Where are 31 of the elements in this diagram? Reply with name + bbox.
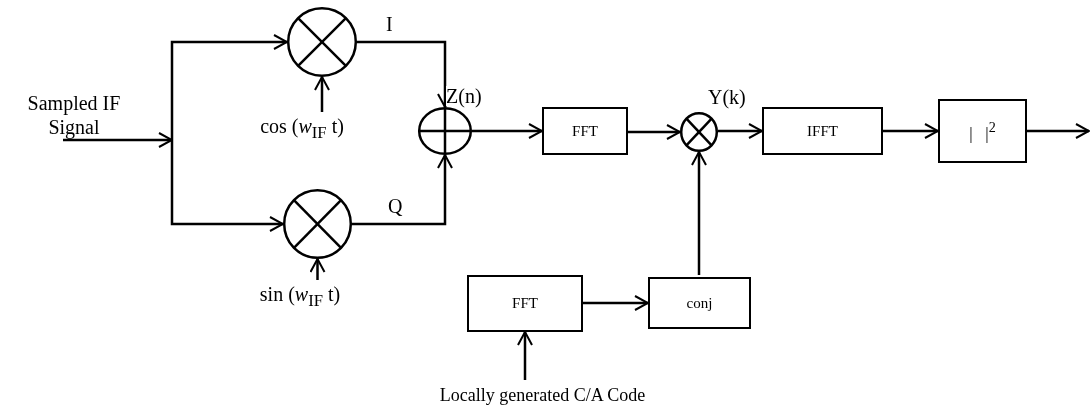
arrow: [352, 154, 453, 226]
arrow: [63, 132, 173, 148]
edge-label: Z(n): [446, 86, 482, 106]
multiplier-symbol: [283, 189, 352, 259]
edge-label: Y(k): [708, 87, 746, 107]
arrow: [691, 151, 707, 275]
arrow: [583, 295, 649, 311]
process-box: IFFT: [762, 107, 883, 155]
arrow: [883, 123, 939, 139]
multiplier-symbol: [680, 112, 718, 152]
edge-label: Q: [388, 196, 403, 216]
arrow: [1027, 123, 1090, 139]
process-box: FFT: [467, 275, 583, 332]
edge-label: I: [386, 14, 393, 34]
process-box: conj: [648, 277, 751, 329]
signal-label: cos (w$_{IF}$ t): [240, 114, 364, 142]
arrow: [170, 34, 288, 140]
arrow: [314, 76, 330, 112]
summer-symbol: [418, 107, 472, 155]
arrow: [472, 123, 543, 139]
arrow: [628, 124, 681, 140]
arrow: [517, 331, 533, 380]
multiplier-symbol: [287, 7, 357, 77]
process-box: | |$^{2}$: [938, 99, 1027, 163]
signal-label: Locally generated C/A Code: [390, 382, 695, 410]
arrow: [718, 123, 763, 139]
signal-label: sin (w$_{IF}$ t): [240, 282, 360, 310]
signal-label: Sampled IF Signal: [6, 92, 142, 138]
process-box: FFT: [542, 107, 628, 155]
arrow: [170, 140, 284, 232]
arrow: [309, 258, 326, 280]
